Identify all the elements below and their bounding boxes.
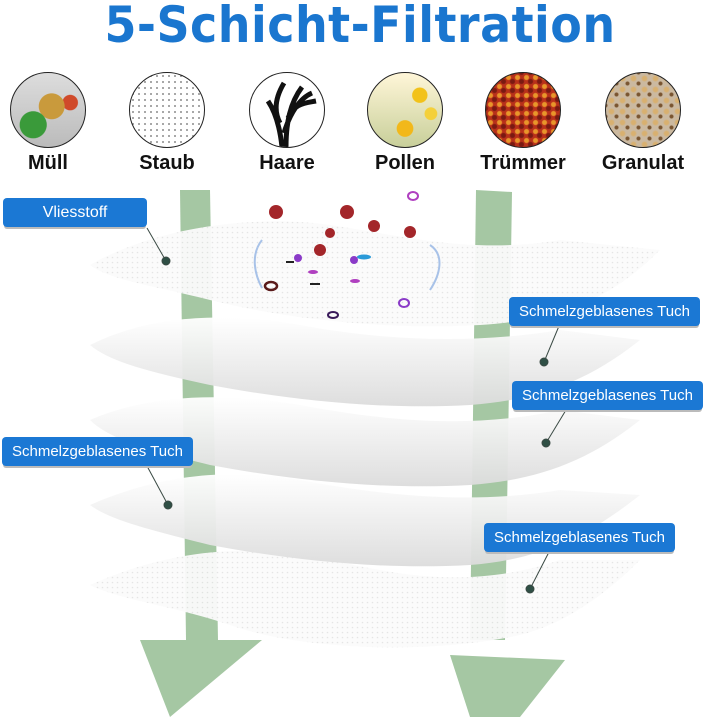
category-pollen: Pollen [350,72,460,175]
category-label: Pollen [374,152,435,174]
layer-label-schmelz-4: Schmelzgeblasenes Tuch [484,523,675,552]
particles [253,191,441,319]
page-title: 5-Schicht-Filtration [104,0,616,54]
category-label: Müll [28,152,68,174]
trash-icon [10,72,86,148]
layer-label-schmelz-3: Schmelzgeblasenes Tuch [2,437,193,466]
layer-label-schmelz-1: Schmelzgeblasenes Tuch [509,297,700,326]
dust-icon [129,72,205,148]
category-truemmer: Trümmer [468,72,578,175]
category-label: Haare [259,152,315,174]
category-label: Trümmer [480,152,566,174]
category-staub: Staub [112,72,222,175]
granules-icon [605,72,681,148]
category-haare: Haare [232,72,342,175]
layer-label-schmelz-2: Schmelzgeblasenes Tuch [512,381,703,410]
leaves-icon [485,72,561,148]
hair-icon [249,72,325,148]
pollen-icon [367,72,443,148]
layer-label-vliesstoff: Vliesstoff [3,198,147,227]
category-granulat: Granulat [588,72,698,175]
category-label: Granulat [601,152,685,174]
category-muell: Müll [0,72,103,175]
category-label: Staub [139,152,195,174]
